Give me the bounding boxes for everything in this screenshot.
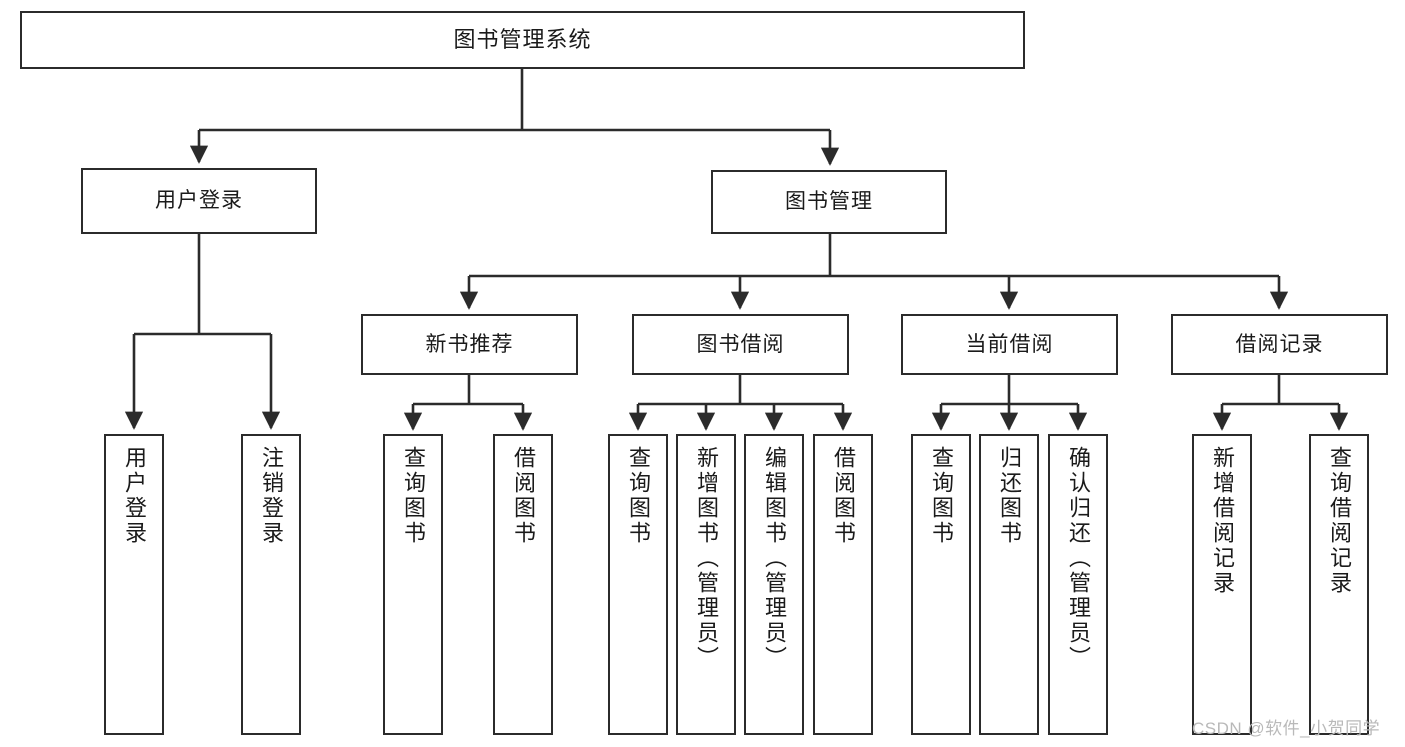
- leaf-current-borrow-return-book[interactable]: 归还图书: [979, 434, 1039, 735]
- node-label: 借阅记录: [1235, 332, 1324, 356]
- leaf-label: 查询图书: [928, 446, 954, 546]
- leaf-label: 注销登录: [258, 446, 284, 546]
- node-label: 图书借阅: [696, 332, 785, 356]
- node-label: 当前借阅: [965, 332, 1054, 356]
- leaf-label: 编辑图书（管理员）: [761, 446, 787, 671]
- leaf-book-borrow-add-book-admin[interactable]: 新增图书（管理员）: [676, 434, 736, 735]
- node-label: 用户登录: [155, 189, 243, 213]
- leaf-label: 用户登录: [121, 446, 147, 546]
- node-current-borrow[interactable]: 当前借阅: [901, 314, 1118, 375]
- leaf-new-book-query-book[interactable]: 查询图书: [383, 434, 443, 735]
- leaf-user-login-logout[interactable]: 注销登录: [241, 434, 301, 735]
- node-root-book-management-system[interactable]: 图书管理系统: [20, 11, 1025, 69]
- leaf-borrow-record-add-record[interactable]: 新增借阅记录: [1192, 434, 1252, 735]
- leaf-label: 新增图书（管理员）: [693, 446, 719, 671]
- node-label: 新书推荐: [425, 332, 514, 356]
- leaf-label: 查询图书: [400, 446, 426, 546]
- csdn-watermark: CSDN @软件_小贺同学: [1192, 719, 1381, 738]
- leaf-user-login-login[interactable]: 用户登录: [104, 434, 164, 735]
- node-borrow-record[interactable]: 借阅记录: [1171, 314, 1388, 375]
- leaf-label: 新增借阅记录: [1209, 446, 1235, 596]
- leaf-borrow-record-query-record[interactable]: 查询借阅记录: [1309, 434, 1369, 735]
- leaf-label: 归还图书: [996, 446, 1022, 546]
- node-user-login[interactable]: 用户登录: [81, 168, 317, 234]
- leaf-book-borrow-borrow-book[interactable]: 借阅图书: [813, 434, 873, 735]
- node-book-borrow[interactable]: 图书借阅: [632, 314, 849, 375]
- leaf-label: 查询借阅记录: [1326, 446, 1352, 596]
- leaf-book-borrow-edit-book-admin[interactable]: 编辑图书（管理员）: [744, 434, 804, 735]
- node-book-management[interactable]: 图书管理: [711, 170, 947, 234]
- node-new-book-recommend[interactable]: 新书推荐: [361, 314, 578, 375]
- leaf-label: 查询图书: [625, 446, 651, 546]
- node-label: 图书管理: [785, 190, 873, 214]
- leaf-current-borrow-confirm-return-admin[interactable]: 确认归还（管理员）: [1048, 434, 1108, 735]
- leaf-current-borrow-query-book[interactable]: 查询图书: [911, 434, 971, 735]
- leaf-label: 确认归还（管理员）: [1065, 446, 1091, 671]
- leaf-label: 借阅图书: [510, 446, 536, 546]
- node-label: 图书管理系统: [453, 26, 592, 52]
- leaf-label: 借阅图书: [830, 446, 856, 546]
- leaf-book-borrow-query-book[interactable]: 查询图书: [608, 434, 668, 735]
- leaf-new-book-borrow-book[interactable]: 借阅图书: [493, 434, 553, 735]
